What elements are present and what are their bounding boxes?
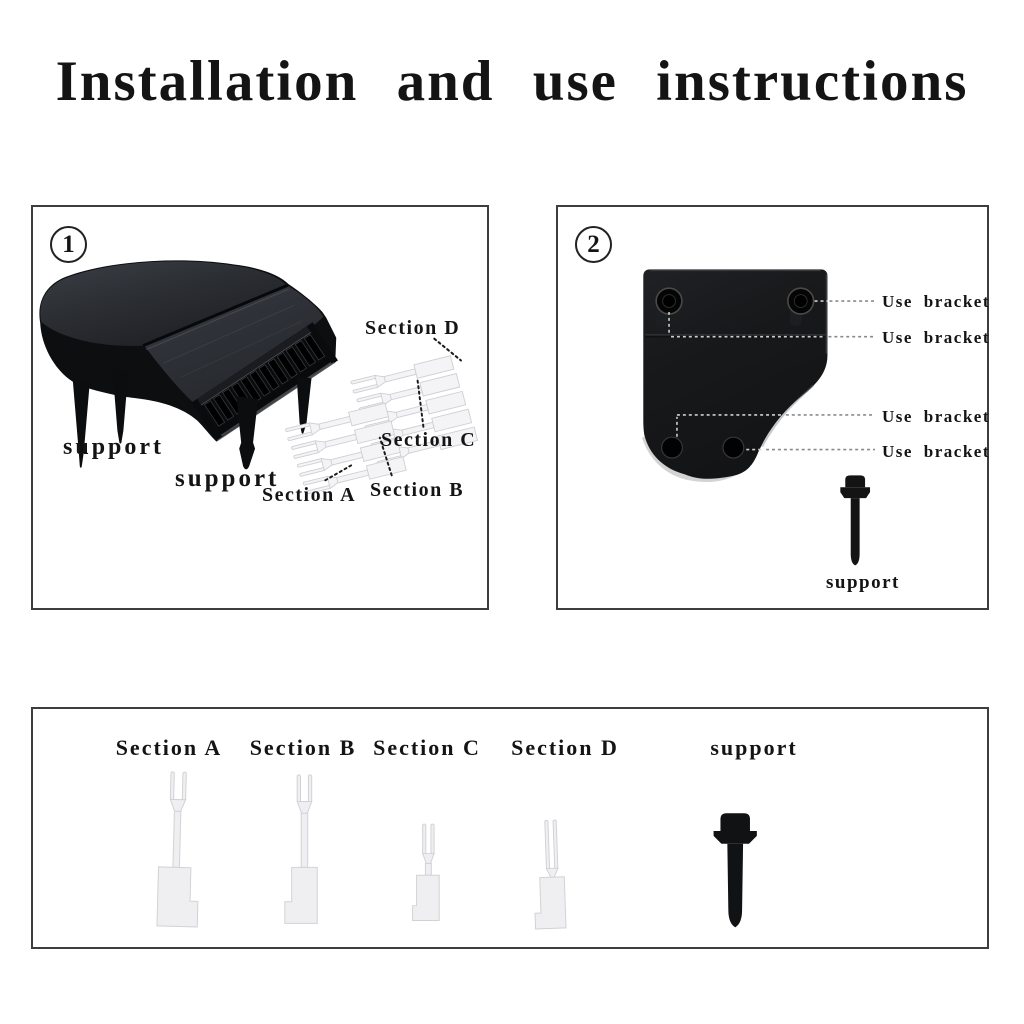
support-label-step2: support — [826, 572, 900, 593]
lid-sheen-1 — [162, 304, 295, 364]
use-bracket-callout-4: Use bracket — [882, 442, 990, 462]
step-2-illustration — [641, 269, 875, 566]
step-1-panel: 1 support support Section D Section C Se… — [31, 205, 489, 610]
support-label-front: support — [175, 465, 280, 492]
bracket-word: bracket — [923, 292, 990, 311]
section-d-label: Section D — [365, 317, 461, 339]
leader-section-b — [378, 436, 393, 477]
piano-lid-split-highlight — [145, 288, 289, 351]
section-c-part — [412, 823, 440, 921]
section-d-part — [534, 819, 567, 930]
lid-sheen-2 — [180, 320, 303, 378]
support-screw-step2 — [840, 475, 871, 566]
parts-header-support: support — [710, 735, 798, 760]
parts-panel: Section A Section B Section C Section D … — [31, 707, 989, 949]
screw-holes — [655, 287, 815, 459]
page-title: Installation and use instructions — [55, 50, 969, 113]
step-2-panel: 2 Use bracket Use bracket Use bracket Us… — [556, 205, 989, 610]
section-c-label: Section C — [381, 429, 477, 451]
use-word: Use — [882, 292, 913, 311]
piano-underside-body — [643, 269, 828, 479]
use-bracket-callout-1: Use bracket — [882, 292, 990, 312]
grand-piano-illustration — [39, 260, 338, 470]
keybed-edge-sheen — [217, 361, 335, 442]
leader-section-a — [324, 464, 353, 482]
leader-section-d — [433, 337, 462, 362]
use-bracket-callout-2: Use bracket — [882, 328, 990, 348]
parts-illustration — [156, 771, 757, 930]
piano-lid-front — [144, 285, 324, 417]
leader-section-c — [416, 378, 425, 428]
use-bracket-callout-3: Use bracket — [882, 407, 990, 427]
bracket-word: bracket — [923, 328, 990, 347]
section-b-part — [284, 774, 318, 924]
section-b-label: Section B — [370, 479, 465, 501]
bracket-word: bracket — [923, 442, 990, 461]
section-a-label: Section A — [262, 484, 357, 506]
step-2-badge: 2 — [575, 226, 612, 263]
piano-legs — [72, 369, 312, 470]
parts-header-section-d: Section D — [511, 735, 619, 760]
parts-header-section-a: Section A — [115, 735, 223, 760]
use-word: Use — [882, 442, 913, 461]
parts-header-section-b: Section B — [249, 735, 357, 760]
waist-sheen — [761, 384, 815, 448]
support-screw-part — [713, 813, 757, 928]
step-1-badge: 1 — [50, 226, 87, 263]
parts-header-section-c: Section C — [373, 735, 481, 760]
piano-underside-illustration — [641, 269, 875, 483]
use-word: Use — [882, 407, 913, 426]
step-1-number: 1 — [62, 230, 75, 258]
piano-lid — [40, 261, 287, 346]
use-word: Use — [882, 328, 913, 347]
leader-lines — [324, 337, 462, 482]
step-1-illustration — [39, 260, 479, 496]
bottom-rim-sheen — [641, 435, 738, 483]
piano-lid-split — [142, 283, 289, 347]
step-2-number: 2 — [587, 230, 600, 258]
bracket-word: bracket — [923, 407, 990, 426]
section-a-part — [156, 771, 199, 928]
support-label-left: support — [63, 434, 165, 460]
